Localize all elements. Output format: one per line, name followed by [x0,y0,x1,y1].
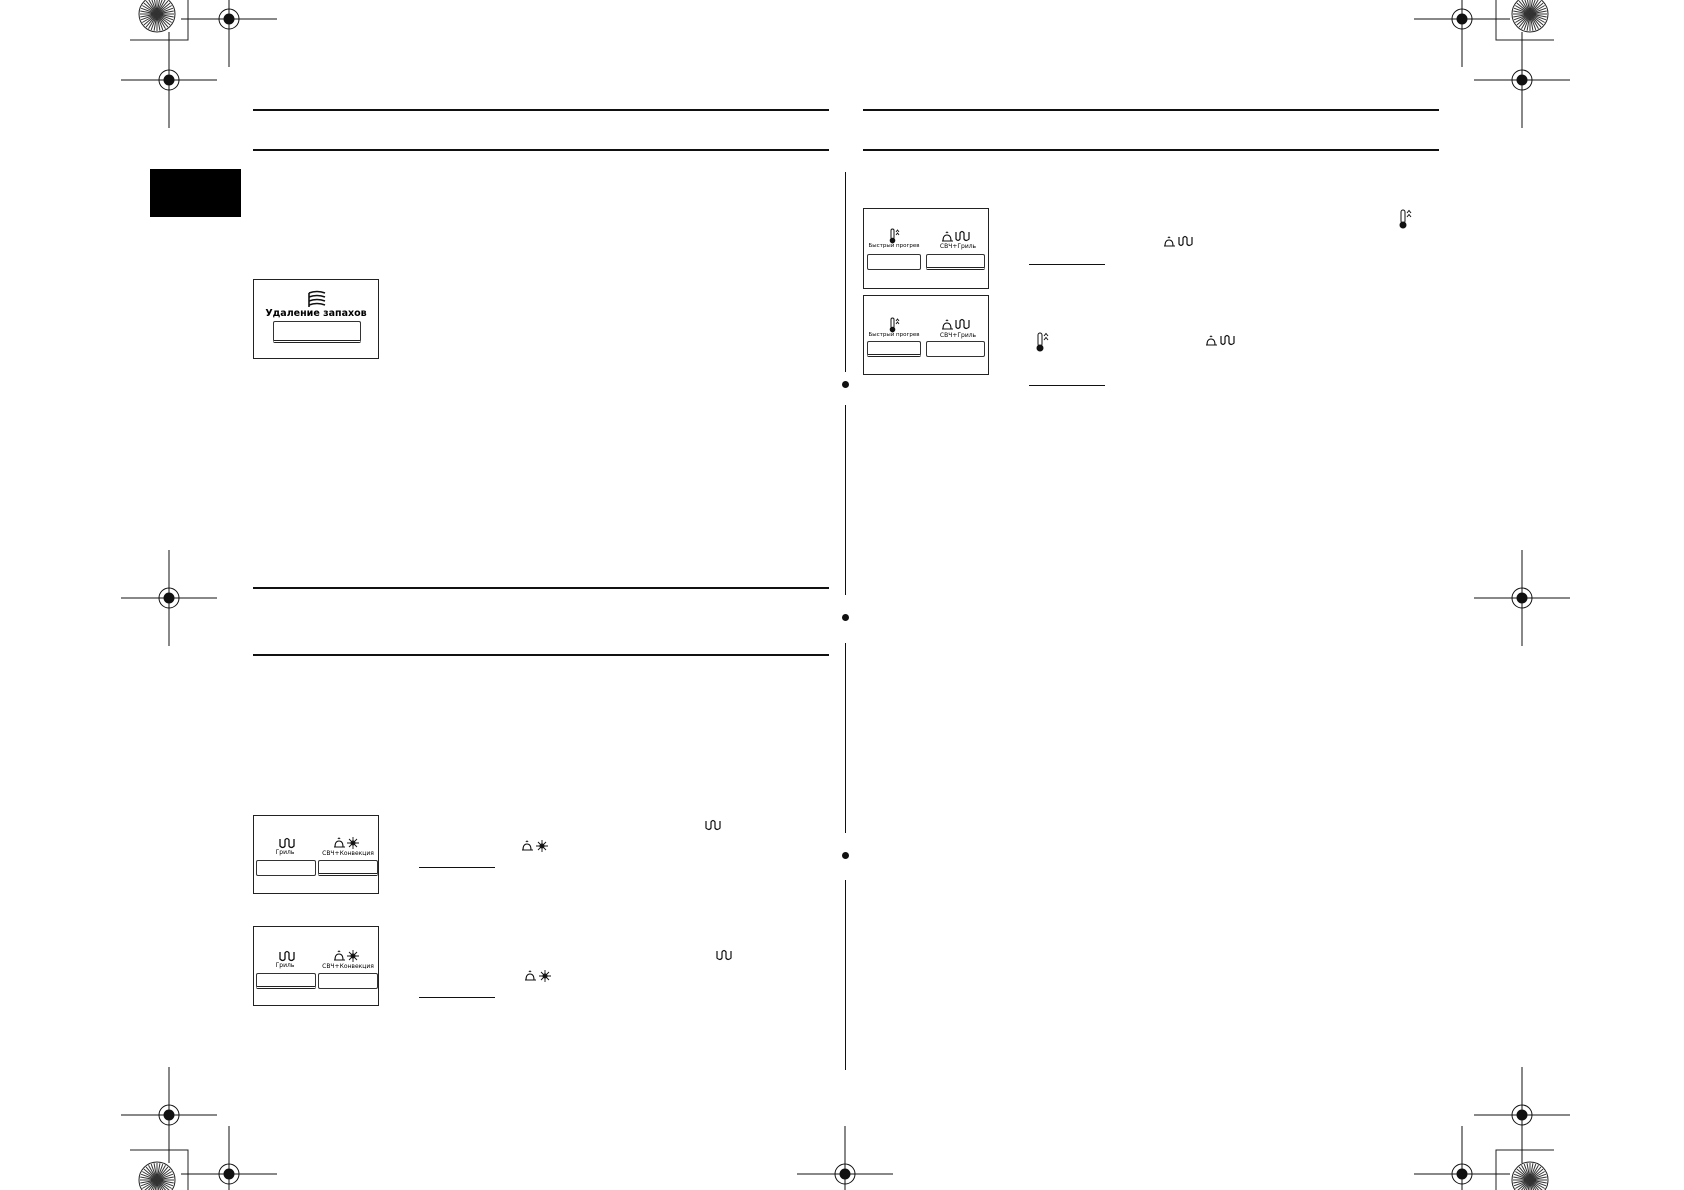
crosshair-mark [121,32,217,128]
sunburst-ray [1529,1176,1547,1181]
deodorize-button[interactable] [273,321,361,343]
center-dot-2 [842,614,849,621]
crosshair-mark [121,550,217,646]
crosshair-mark [181,1126,277,1190]
microwave-convection-icon [522,840,548,852]
crosshair-mark [797,1126,893,1190]
sunburst-bottom-right [1511,1161,1549,1190]
sunburst-ray [1529,10,1547,15]
thermometer-icon [889,228,900,244]
preheat-label: Быстрый прогрев [868,332,920,338]
microwave-grill-icon [1164,235,1193,247]
crosshair-mark [1474,32,1570,128]
microwave-grill-label: СВЧ+Гриль [939,243,977,250]
microwave-grill-button[interactable] [926,254,985,270]
thermometer-icon [1399,209,1412,229]
microwave-grill-icon [942,318,970,330]
preheat-button[interactable] [867,254,921,270]
center-dot-3 [842,852,849,859]
sunburst-bottom-left [138,1161,176,1190]
center-divider-1 [845,172,846,372]
center-divider-2 [845,405,846,595]
right-second-rule [863,149,1439,151]
crosshair-mark [121,1067,217,1163]
center-dot-1 [842,381,849,388]
crosshair-mark [1414,0,1510,67]
grill-panel-2: Гриль СВЧ+Конвекция [253,926,379,1006]
microwave-grill-button[interactable] [926,341,985,357]
grill-icon [705,819,721,831]
right-top-rule [863,109,1439,111]
preheat-label: Быстрый прогрев [868,243,920,249]
crosshair-mark [1414,1126,1510,1190]
sunburst-top-left [138,0,176,33]
convection-label: СВЧ+Конвекция [322,963,374,970]
deodorize-panel: Удаление запахов [253,279,379,359]
thermometer-icon [1036,332,1049,352]
grill-panel-1: Гриль СВЧ+Конвекция [253,815,379,894]
convection-button[interactable] [318,973,378,989]
grill-icon [716,949,732,961]
left-mid-rule-1 [253,587,829,589]
section-tab [150,169,241,217]
convection-button[interactable] [318,860,378,876]
left-mid-rule-2 [253,654,829,656]
grill-button[interactable] [256,860,316,876]
microwave-convection-icon [525,970,551,982]
crosshair-mark [1474,550,1570,646]
convection-label: СВЧ+Конвекция [322,850,374,857]
left-second-rule [253,149,829,151]
microwave-grill-label: СВЧ+Гриль [939,332,977,339]
microwave-grill-icon [1206,334,1235,346]
deodorize-icon [308,290,326,307]
thermometer-icon [889,317,900,333]
sunburst-ray [156,10,174,15]
crosshair-mark [1474,1067,1570,1163]
left-top-rule [253,109,829,111]
preheat-panel-2: Быстрый прогрев СВЧ+Гриль [863,295,989,375]
deodorize-label: Удаление запахов [265,308,367,319]
preheat-button[interactable] [867,341,921,357]
text-underline [419,867,495,868]
preheat-panel-1: Быстрый прогрев СВЧ+Гриль [863,208,989,289]
crosshair-mark [181,0,277,67]
text-underline [1029,264,1105,265]
grill-button[interactable] [256,973,316,989]
sunburst-ray [156,1176,174,1181]
sunburst-top-right [1511,0,1549,33]
grill-label: Гриль [275,962,295,969]
microwave-convection-icon [334,950,359,962]
grill-icon [279,837,295,849]
microwave-grill-icon [942,230,970,242]
grill-icon [279,950,295,962]
text-underline [1029,385,1105,386]
microwave-convection-icon [334,837,359,849]
center-divider-4 [845,880,846,1070]
grill-label: Гриль [275,849,295,856]
text-underline [419,997,495,998]
center-divider-3 [845,643,846,833]
